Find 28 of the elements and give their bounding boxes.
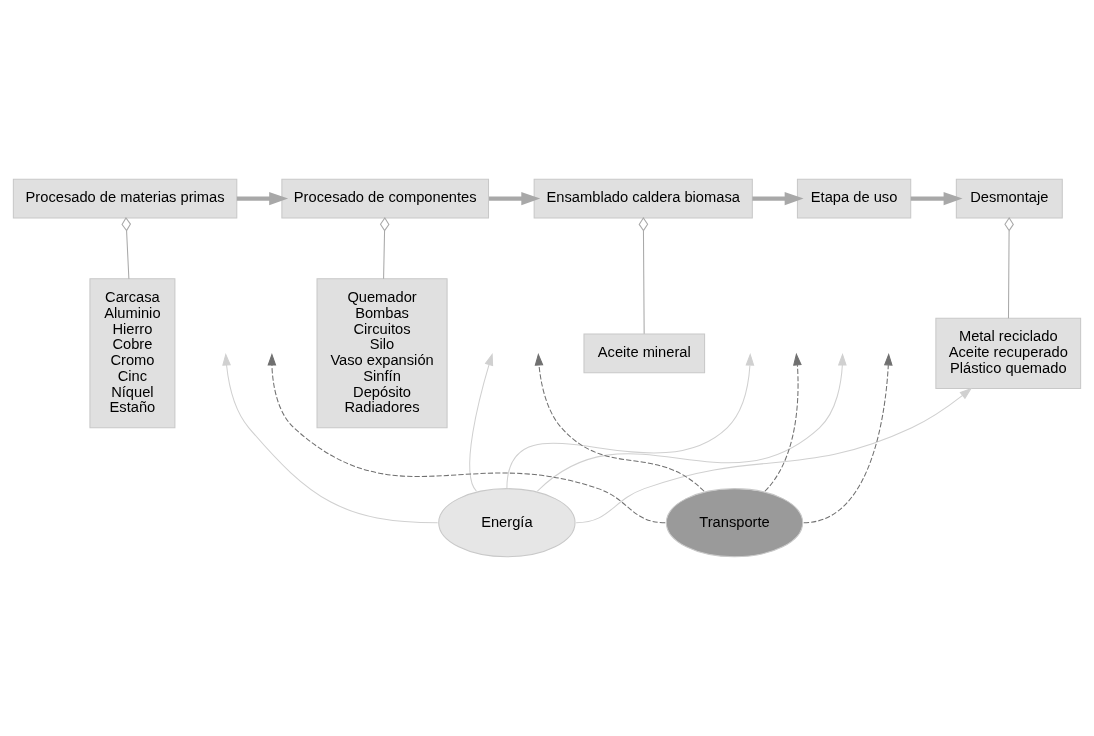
arrow bbox=[469, 352, 494, 492]
connector bbox=[1004, 217, 1014, 319]
arrow bbox=[506, 352, 755, 490]
arrow bbox=[534, 352, 705, 492]
arrow bbox=[575, 387, 973, 524]
node-ellipse: Energía bbox=[438, 488, 576, 558]
node-box: Aceite mineral bbox=[583, 333, 706, 374]
arrow bbox=[222, 352, 439, 524]
arrow bbox=[489, 191, 541, 206]
node-box: Metal reciclado Aceite recuperado Plástico quemado bbox=[935, 317, 1082, 389]
node-box: Quemador Bombas Circuitos Silo Vaso expansión Sinfín Depósito Radiadores bbox=[316, 278, 448, 429]
connector bbox=[638, 217, 649, 335]
node-box: Ensamblado caldera biomasa bbox=[533, 178, 753, 219]
arrow bbox=[803, 352, 893, 524]
node-box: Etapa de uso bbox=[796, 178, 912, 219]
arrow bbox=[236, 191, 289, 206]
arrow bbox=[267, 352, 666, 524]
arrow bbox=[536, 352, 847, 492]
connector bbox=[379, 217, 390, 280]
node-ellipse: Transporte bbox=[665, 488, 804, 558]
node-box: Carcasa Aluminio Hierro Cobre Cromo Cinc Níquel Estaño bbox=[89, 278, 176, 429]
arrow bbox=[910, 191, 963, 206]
node-box: Procesado de materias primas bbox=[12, 178, 238, 219]
arrow bbox=[764, 352, 802, 492]
node-box: Desmontaje bbox=[955, 178, 1063, 219]
arrow bbox=[752, 191, 804, 206]
node-box: Procesado de componentes bbox=[281, 178, 490, 219]
connector bbox=[121, 217, 132, 280]
